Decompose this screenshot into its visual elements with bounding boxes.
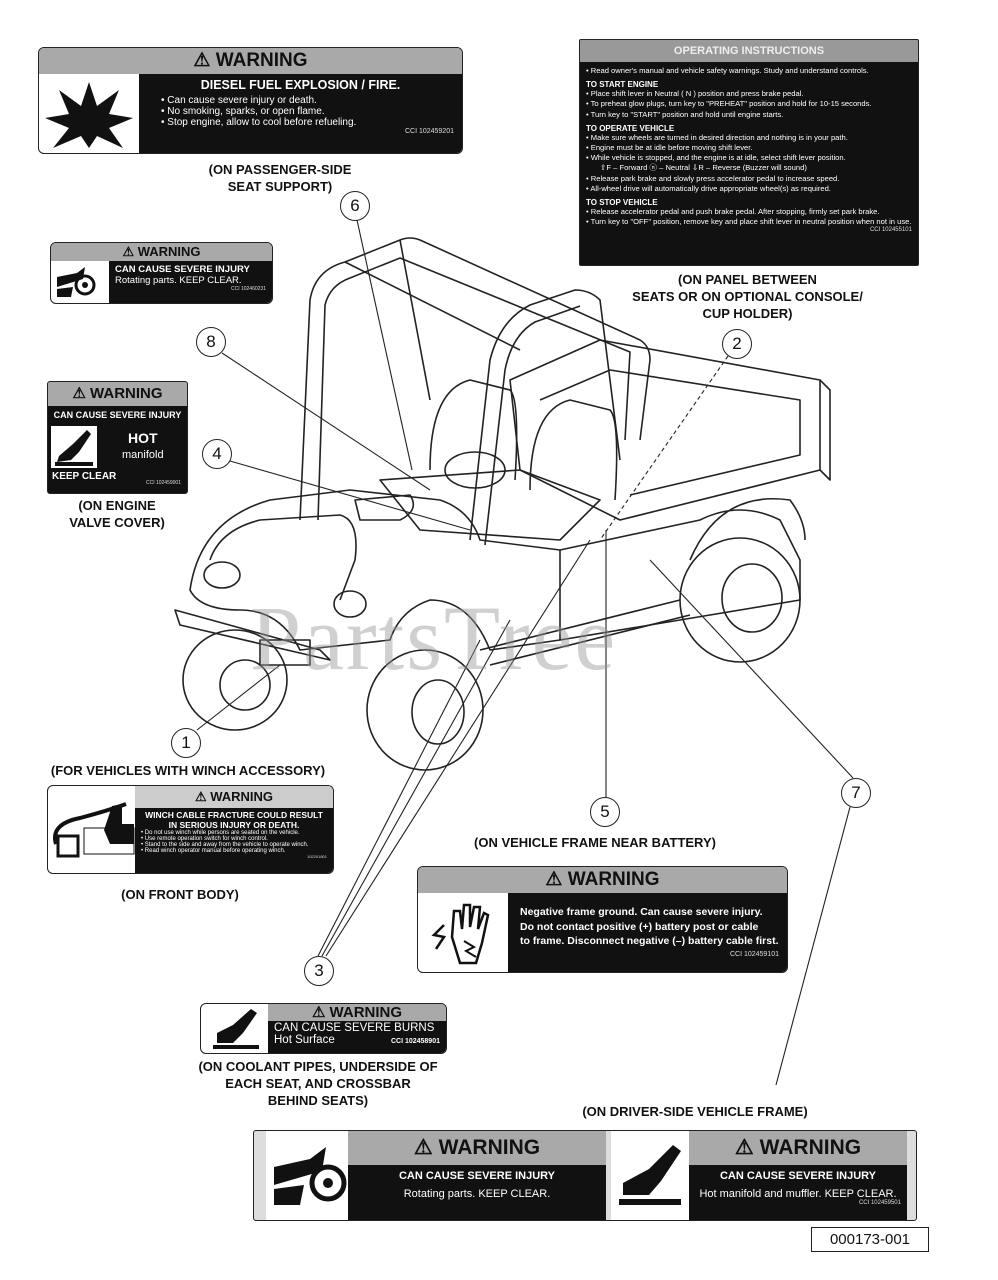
electric-shock-hand-icon	[430, 897, 500, 972]
decal-line: Hot manifold and muffler. KEEP CLEAR.	[699, 1188, 897, 1200]
bullet: • No smoking, sparks, or open flame.	[161, 106, 325, 117]
warning-header: ⚠ WARNING	[48, 382, 187, 406]
rotating-parts-icon	[274, 1145, 350, 1214]
bullet: • Can cause severe injury or death.	[161, 95, 317, 106]
instruction-line: • Release accelerator pedal and push bra…	[586, 207, 880, 217]
caption-winch-accessory: (FOR VEHICLES WITH WINCH ACCESSORY)	[50, 763, 326, 778]
warning-header: ⚠ WARNING	[268, 1004, 446, 1021]
decal-code: CCI 102459101	[729, 950, 779, 958]
instruction-line: • Turn key to "START" position and hold …	[586, 109, 784, 119]
decal-code: CCI 102459001	[145, 480, 181, 486]
decal-code: CCI 102459501	[858, 1200, 901, 1206]
caption-front-body: (ON FRONT BODY)	[121, 887, 239, 902]
decal-line: CAN CAUSE SEVERE INJURY	[398, 1170, 556, 1182]
rotating-parts-icon	[57, 265, 97, 303]
winch-cable-icon	[50, 794, 140, 869]
warning-header: ⚠ WARNING	[39, 48, 462, 74]
caption-battery: (ON VEHICLE FRAME NEAR BATTERY)	[474, 835, 716, 850]
hot-text: HOT	[128, 430, 158, 446]
decal-code: CCI 102458901	[390, 1038, 440, 1045]
decal-title: DIESEL FUEL EXPLOSION / FIRE.	[200, 78, 401, 92]
instruction-line: • Engine must be at idle before moving s…	[586, 143, 753, 153]
decal-line: Rotating parts. KEEP CLEAR.	[115, 275, 242, 286]
decal-line: CAN CAUSE SEVERE INJURY	[719, 1170, 877, 1182]
part-number-box: 000173-001	[811, 1227, 929, 1252]
decal-right-half: ⚠ WARNING CAN CAUSE SEVERE INJURY Hot ma…	[611, 1131, 907, 1220]
hot-surface-hand-icon	[207, 1007, 263, 1053]
callout-7: 7	[841, 778, 871, 808]
decal-diesel-fuel: ⚠ WARNING DIESEL FUEL EXPLOSION / FIRE. …	[38, 47, 463, 154]
decal-header: OPERATING INSTRUCTIONS	[580, 40, 918, 62]
decal-line: Rotating parts. KEEP CLEAR.	[403, 1188, 551, 1200]
callout-3: 3	[304, 956, 334, 986]
caption-driver-side: (ON DRIVER-SIDE VEHICLE FRAME)	[582, 1104, 808, 1119]
instruction-line: • All-wheel drive will automatically dri…	[586, 183, 831, 193]
warning-header: ⚠ WARNING	[348, 1131, 606, 1165]
keep-clear-text: KEEP CLEAR	[52, 471, 117, 482]
decal-line: CAN CAUSE SEVERE INJURY	[115, 264, 250, 275]
leader-lines	[196, 219, 854, 1086]
callout-5: 5	[590, 797, 620, 827]
instruction-line: • Place shift lever in Neutral ( N ) pos…	[586, 89, 804, 99]
caption-diesel: (ON PASSENGER-SIDE SEAT SUPPORT)	[208, 162, 352, 194]
decal-line: CAN CAUSE SEVERE BURNS	[274, 1022, 435, 1034]
decal-text: Negative frame ground. Can cause severe …	[520, 906, 779, 947]
bullet: • Do not use winch while persons are sea…	[141, 830, 300, 836]
shift-positions-line: ⇧F – Forward ⓝ – Neutral ⇩R – Reverse (B…	[600, 163, 807, 173]
bullet: • Read winch operator manual before oper…	[141, 848, 286, 854]
decal-code: 102201801	[306, 854, 327, 859]
callout-2: 2	[722, 329, 752, 359]
callout-1: 1	[171, 728, 201, 758]
decal-code: CCI 102455101	[869, 227, 912, 234]
decal-left-half: ⚠ WARNING CAN CAUSE SEVERE INJURY Rotati…	[266, 1131, 606, 1220]
decal-hot-manifold: ⚠ WARNING CAN CAUSE SEVERE INJURY HOT ma…	[47, 381, 188, 494]
decal-code: CCI 102460231	[230, 286, 266, 292]
hot-surface-hand-icon	[615, 1141, 687, 1216]
decal-line: CAN CAUSE SEVERE INJURY	[53, 410, 182, 420]
caption-manifold: (ON ENGINE VALVE COVER)	[69, 498, 165, 530]
intro-line: • Read owner's manual and vehicle safety…	[586, 66, 869, 75]
decal-hot-surface-burns: ⚠ WARNING CAN CAUSE SEVERE BURNS Hot Sur…	[200, 1003, 447, 1054]
section-title: TO START ENGINE	[586, 80, 659, 90]
decal-driver-side: ⚠ WARNING CAN CAUSE SEVERE INJURY Rotati…	[253, 1130, 917, 1221]
explosion-icon	[43, 80, 135, 153]
instruction-line: • While vehicle is stopped, and the engi…	[586, 153, 846, 163]
hot-surface-hand-icon	[51, 426, 97, 468]
callout-6: 6	[340, 191, 370, 221]
instruction-line: • Release park brake and slowly press ac…	[586, 173, 840, 183]
decal-rotating-parts-small: ⚠ WARNING CAN CAUSE SEVERE INJURY Rotati…	[50, 242, 273, 304]
manifold-text: manifold	[122, 449, 164, 461]
instruction-line: • Make sure wheels are turned in desired…	[586, 132, 848, 142]
caption-operating: (ON PANEL BETWEEN SEATS OR ON OPTIONAL C…	[632, 272, 863, 321]
caption-coolant: (ON COOLANT PIPES, UNDERSIDE OF EACH SEA…	[198, 1059, 438, 1108]
section-title: TO OPERATE VEHICLE	[586, 123, 675, 133]
warning-header: ⚠ WARNING	[135, 786, 333, 808]
section-title: TO STOP VEHICLE	[586, 198, 658, 208]
decal-title: WINCH CABLE FRACTURE COULD RESULT IN SER…	[145, 810, 323, 830]
callout-4: 4	[202, 439, 232, 469]
watermark: PartsTree	[250, 587, 618, 689]
decal-operating-instructions: OPERATING INSTRUCTIONS • Read owner's ma…	[579, 39, 919, 266]
bullet: • Stop engine, allow to cool before refu…	[161, 117, 357, 128]
decal-winch: ⚠ WARNING WINCH CABLE FRACTURE COULD RES…	[47, 785, 334, 874]
callout-8: 8	[196, 327, 226, 357]
decal-code: CCI 102459201	[404, 128, 454, 135]
warning-header: ⚠ WARNING	[418, 867, 787, 893]
bullet: • Stand to the side and away from the ve…	[141, 842, 309, 848]
warning-header: ⚠ WARNING	[689, 1131, 907, 1165]
instruction-line: • Turn key to "OFF" position, remove key…	[586, 217, 912, 227]
warning-header: ⚠ WARNING	[51, 243, 272, 261]
bullet: • Use remote operation switch for winch …	[141, 836, 268, 842]
decal-battery: ⚠ WARNING Negative frame ground. Can cau…	[417, 866, 788, 973]
decal-line: Hot Surface	[274, 1034, 335, 1046]
instruction-line: • To preheat glow plugs, turn key to "PR…	[586, 99, 872, 109]
